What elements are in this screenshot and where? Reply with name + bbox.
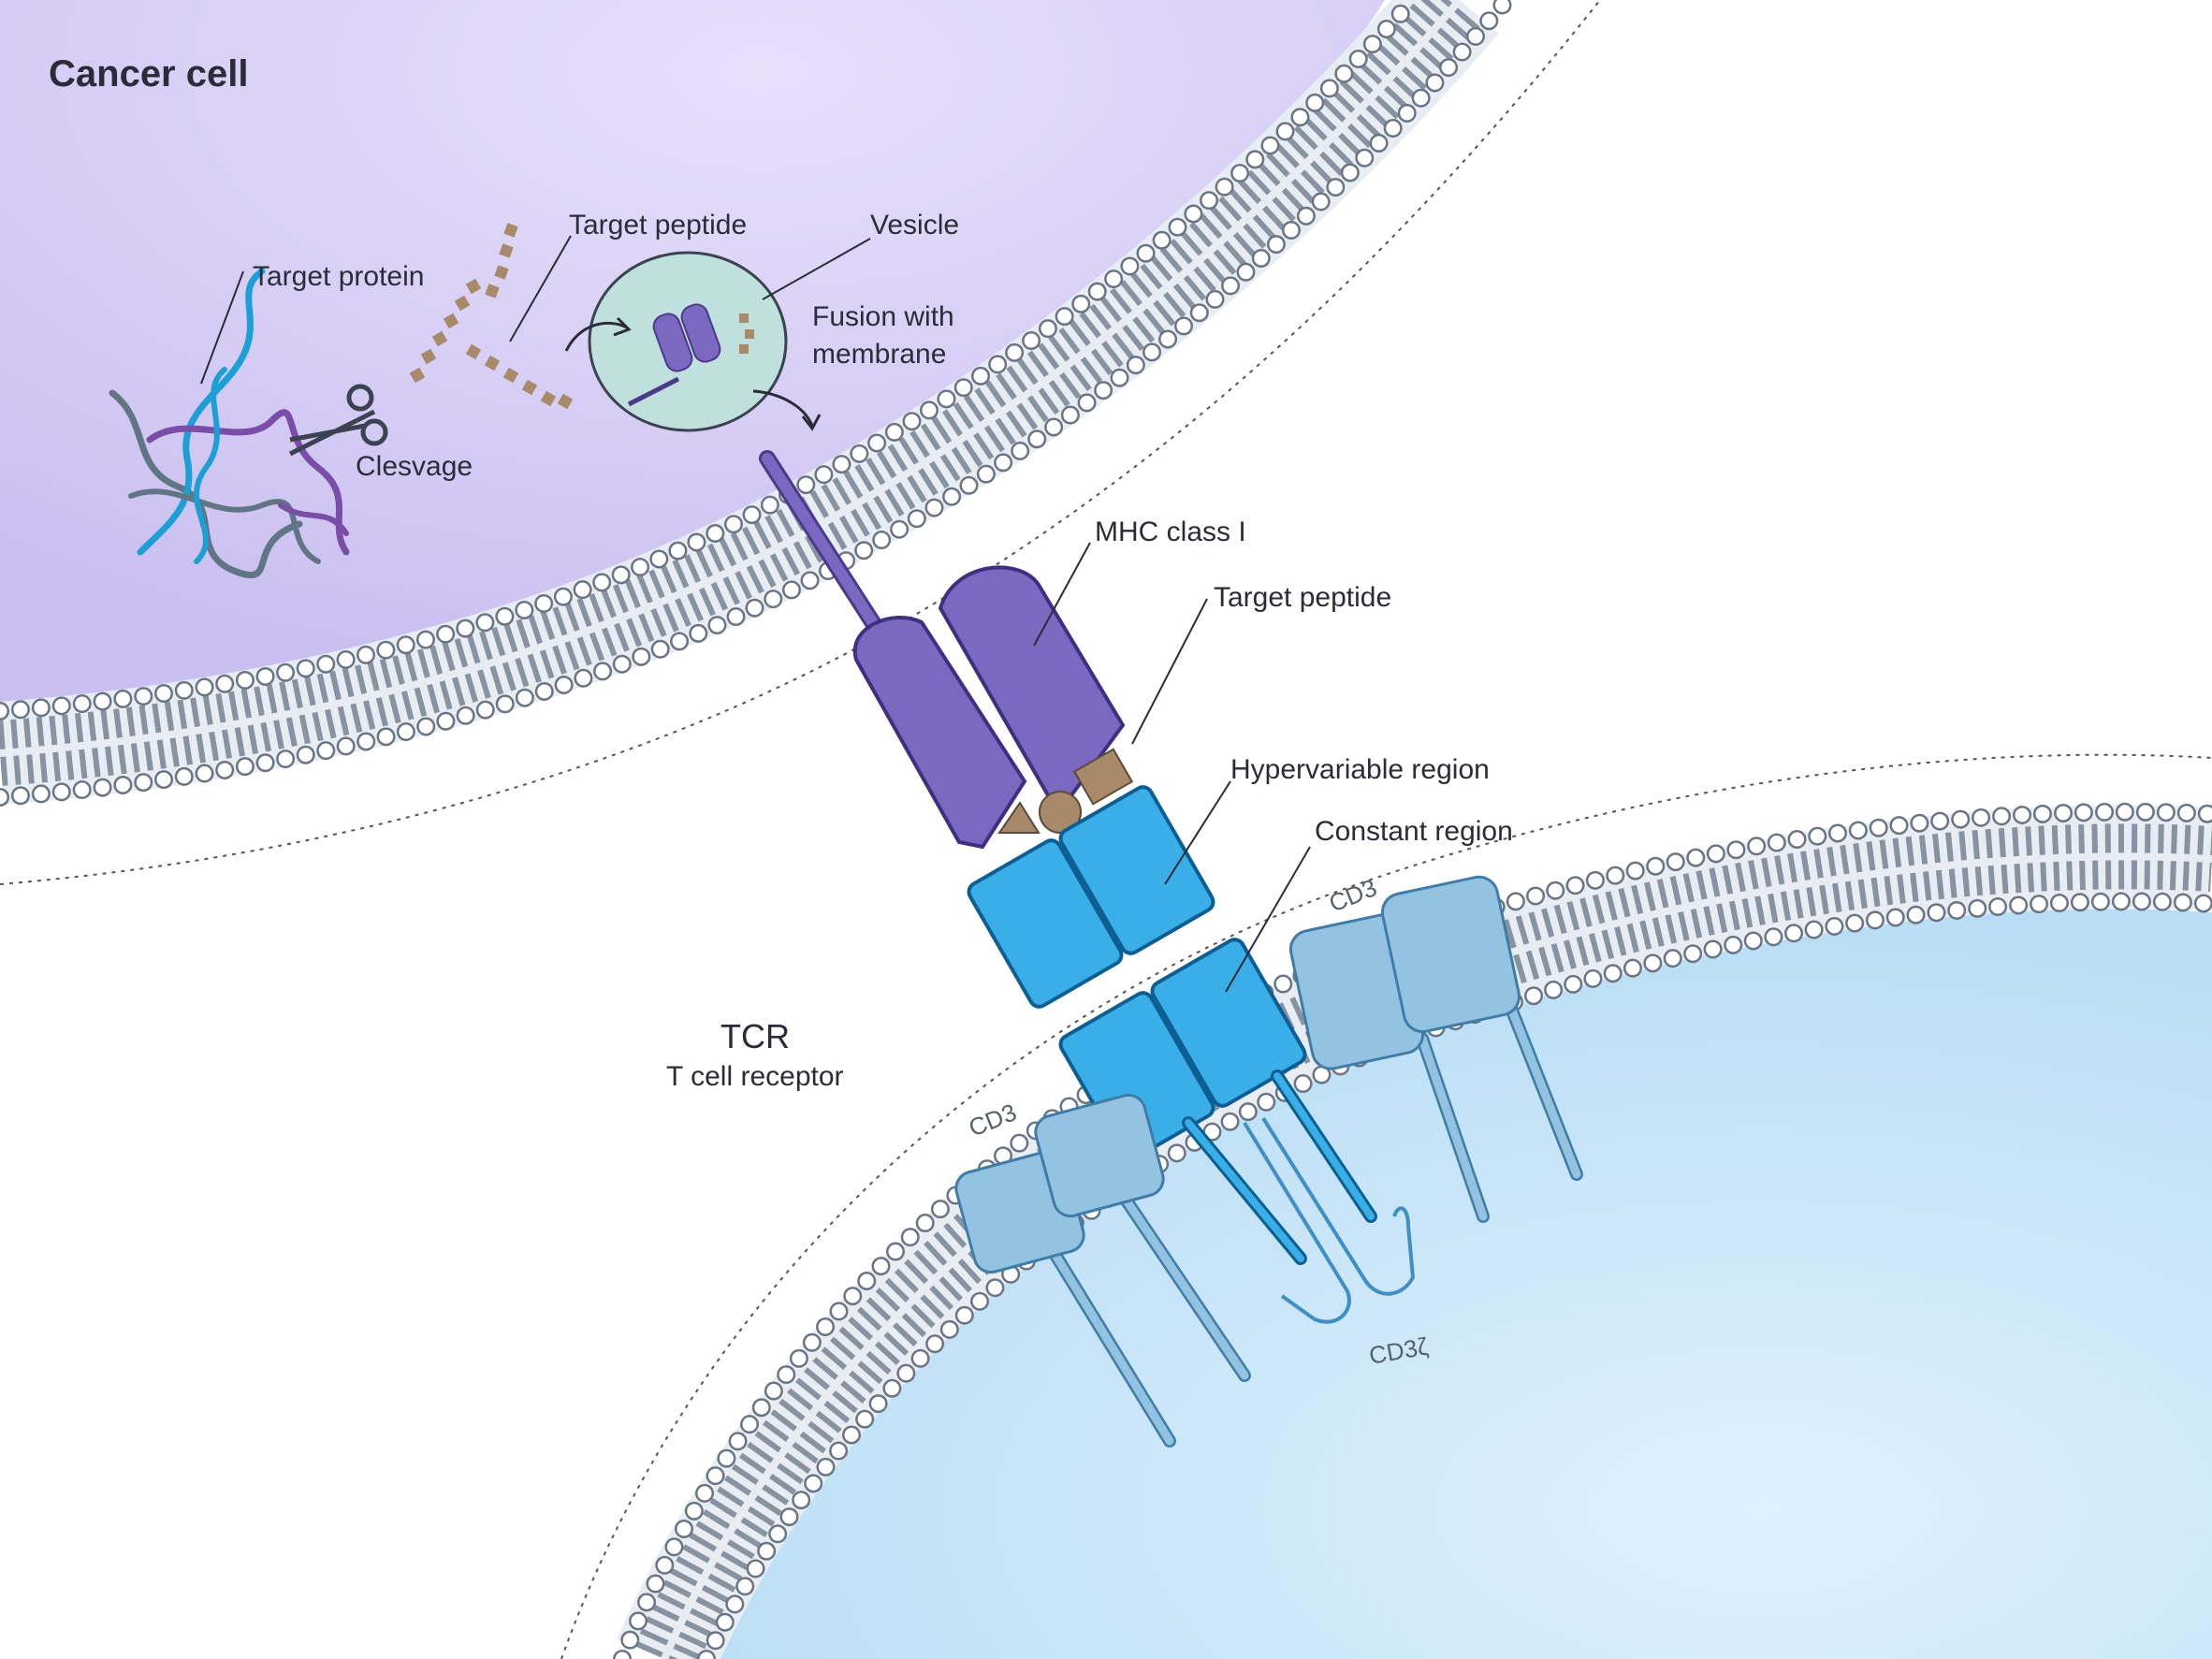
label-target-peptide: Target peptide	[1214, 582, 1391, 613]
cd3-left	[954, 1093, 1251, 1448]
label-hypervariable-region: Hypervariable region	[1230, 754, 1490, 785]
label-target-peptide-top: Target peptide	[569, 210, 747, 240]
label-cd3-right: CD3	[1325, 873, 1380, 917]
label-target-protein: Target protein	[253, 261, 424, 292]
label-fusion-line2: membrane	[812, 339, 946, 370]
label-vesicle: Vesicle	[870, 210, 959, 240]
presented-peptide	[997, 748, 1134, 834]
label-cancer-cell: Cancer cell	[49, 53, 248, 95]
label-constant-region: Constant region	[1315, 816, 1513, 847]
arrow-icon	[564, 316, 822, 431]
label-cleavage: Clesvage	[356, 451, 473, 482]
label-tcr: TCR	[720, 1017, 790, 1055]
t-cell-body	[711, 909, 2212, 1659]
target-protein	[109, 268, 350, 579]
tcr	[967, 785, 1377, 1265]
label-fusion-line1: Fusion with	[812, 301, 954, 332]
label-mhc-class-i: MHC class I	[1095, 517, 1246, 547]
cd3-right	[1288, 875, 1583, 1223]
label-cd3-left: CD3	[965, 1098, 1020, 1142]
cd3-zeta	[1243, 1116, 1416, 1324]
label-t-cell-receptor: T cell receptor	[666, 1061, 844, 1092]
mhc-class-i	[759, 450, 1126, 850]
scissors-icon	[288, 384, 388, 457]
leader-lines	[200, 235, 1311, 993]
peptide-fragments	[409, 223, 574, 410]
vesicle	[588, 251, 788, 432]
